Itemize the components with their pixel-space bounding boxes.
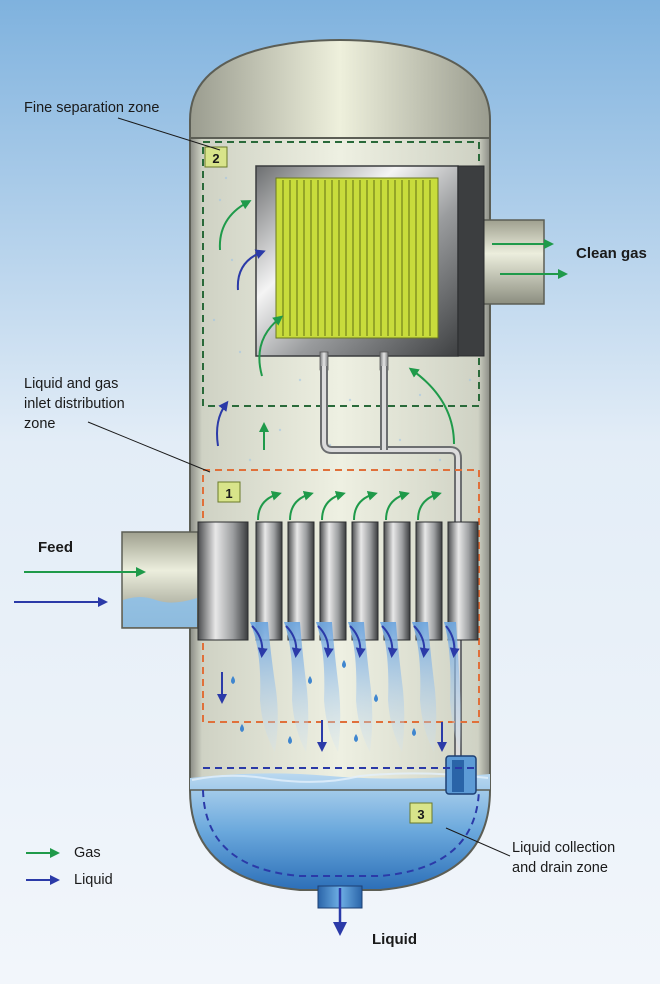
inlet-vanes — [197, 521, 479, 641]
liquid-spray — [250, 622, 461, 752]
inlet-distribution-zone-label: Liquid and gas inlet distribution zone — [24, 376, 125, 432]
mesh-pad-side — [457, 165, 485, 357]
mesh-pad — [275, 177, 439, 339]
collection-zone-leader — [445, 827, 511, 857]
inlet-zone-leader — [87, 421, 211, 473]
zone-1-badge — [217, 481, 241, 503]
vessel-top-cap — [189, 39, 491, 141]
legend-gas-label: Gas — [74, 845, 101, 861]
liquid-outlet-label: Liquid — [372, 931, 417, 948]
fine-separation-zone-label: Fine separation zone — [24, 100, 160, 116]
gas-flow-arrows — [216, 200, 455, 521]
zone-1-number: 1 — [225, 486, 232, 501]
gas-outlet-nozzle — [481, 219, 545, 305]
zone-2-badge — [204, 146, 228, 168]
zone-3-border-curve — [202, 789, 480, 877]
mist-texture — [212, 176, 472, 462]
fine-zone-leader — [117, 117, 221, 151]
zone-3-badge — [409, 802, 433, 824]
zone-3-number: 3 — [417, 807, 424, 822]
zone-2-number: 2 — [212, 151, 219, 166]
clean-gas-label: Clean gas — [576, 245, 647, 262]
feed-label: Feed — [38, 539, 74, 556]
feed-liquid — [123, 597, 197, 627]
liquid-flow-arrows — [217, 625, 460, 752]
mesh-pad-lines — [282, 180, 431, 336]
legend-liquid-label: Liquid — [74, 872, 113, 888]
liquid-droplets — [231, 660, 416, 744]
liquid-collection-zone-label: Liquid collection and drain zone — [512, 840, 616, 876]
